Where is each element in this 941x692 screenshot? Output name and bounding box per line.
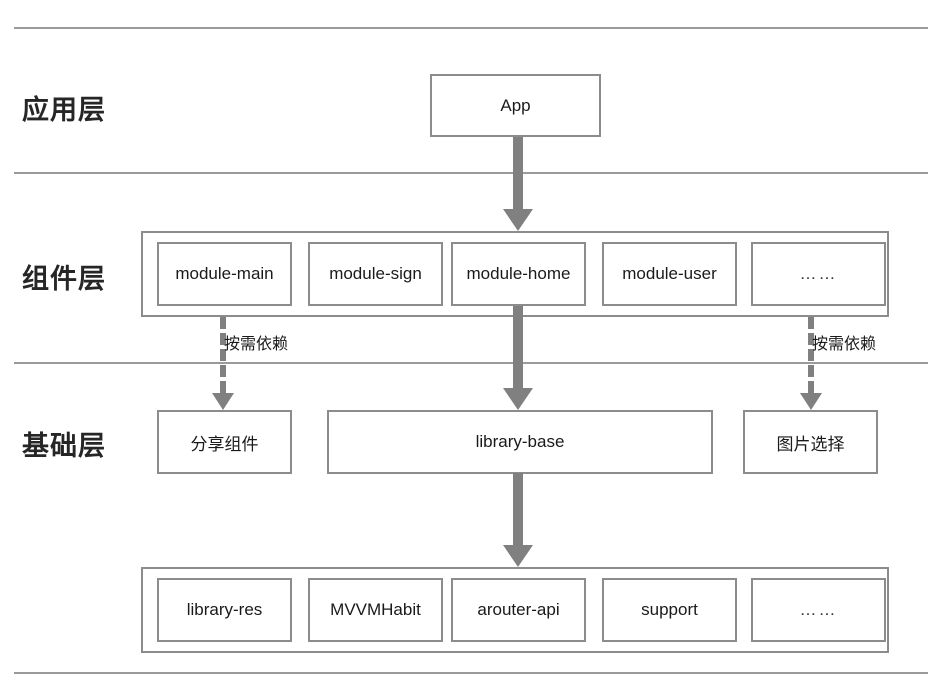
arrow-head	[212, 393, 234, 410]
arrow-head	[800, 393, 822, 410]
node-library-res[interactable]: library-res	[157, 578, 292, 642]
node-module-home[interactable]: module-home	[451, 242, 586, 306]
layer-title-foundation: 基础层	[22, 431, 106, 461]
arrow-head	[503, 388, 533, 410]
node-module-more[interactable]: ……	[751, 242, 886, 306]
arrow-dashed-shaft	[220, 317, 226, 393]
arrow-library-base-to-libraries	[503, 473, 533, 567]
arrow-app-to-component	[503, 137, 533, 231]
divider-top	[14, 27, 928, 29]
node-module-user[interactable]: module-user	[602, 242, 737, 306]
arrow-module-more-to-picker	[800, 317, 822, 410]
node-app[interactable]: App	[430, 74, 601, 137]
divider-app-component	[14, 172, 928, 174]
node-library-base[interactable]: library-base	[327, 410, 713, 474]
arrow-module-home-to-library-base	[503, 306, 533, 410]
node-mvvmhabit[interactable]: MVVMHabit	[308, 578, 443, 642]
node-share-component[interactable]: 分享组件	[157, 410, 292, 474]
edge-label-on-demand-left: 按需依赖	[224, 336, 289, 353]
node-library-more[interactable]: ……	[751, 578, 886, 642]
layer-title-component: 组件层	[22, 264, 106, 294]
node-module-sign[interactable]: module-sign	[308, 242, 443, 306]
arrow-module-main-to-share	[212, 317, 234, 410]
arrow-shaft	[513, 137, 523, 209]
arrow-dashed-shaft	[808, 317, 814, 393]
divider-component-base	[14, 362, 928, 364]
arrow-shaft	[513, 306, 523, 388]
divider-bottom	[14, 672, 928, 674]
node-image-picker[interactable]: 图片选择	[743, 410, 878, 474]
arrow-shaft	[513, 473, 523, 545]
arrow-head	[503, 545, 533, 567]
node-module-main[interactable]: module-main	[157, 242, 292, 306]
arrow-head	[503, 209, 533, 231]
edge-label-on-demand-right: 按需依赖	[812, 336, 877, 353]
layer-title-application: 应用层	[22, 95, 106, 125]
node-arouter-api[interactable]: arouter-api	[451, 578, 586, 642]
node-support[interactable]: support	[602, 578, 737, 642]
